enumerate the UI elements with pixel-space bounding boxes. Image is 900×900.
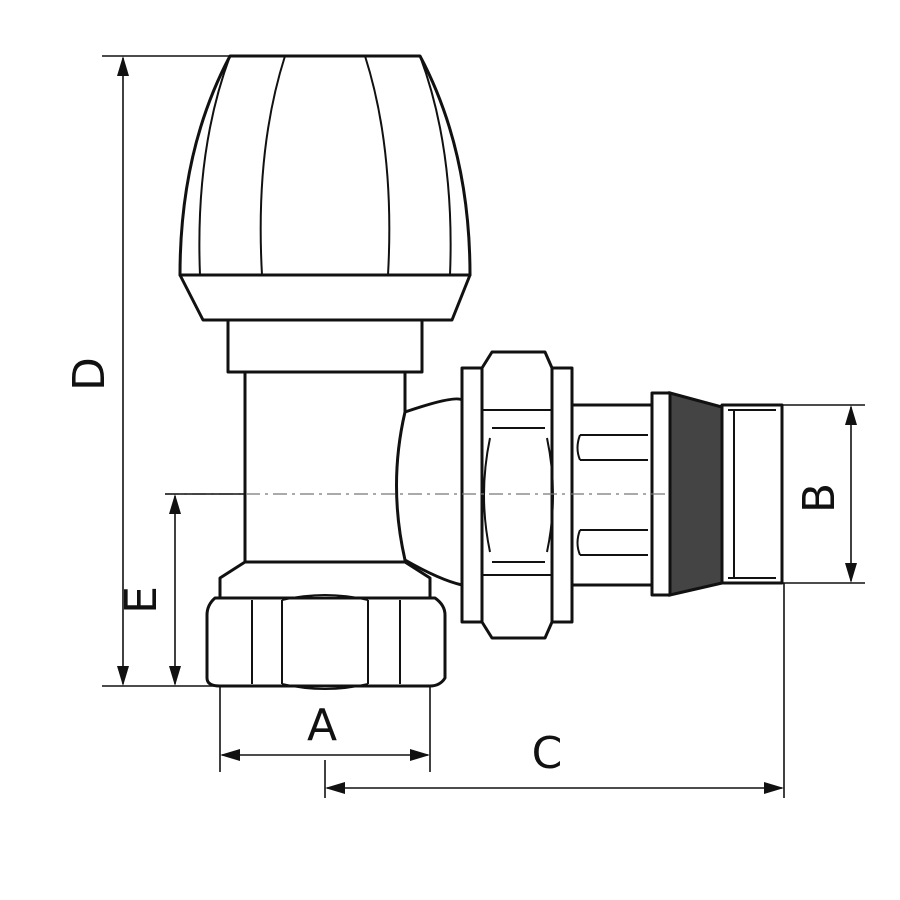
dimension-d	[102, 55, 232, 687]
label-e: E	[116, 586, 167, 614]
dimension-c	[324, 583, 785, 798]
dimension-e	[165, 493, 245, 686]
dimension-b	[782, 404, 865, 584]
tailpiece	[570, 391, 784, 597]
label-b: B	[794, 483, 845, 513]
label-d: D	[64, 357, 115, 391]
valve-head	[178, 54, 472, 322]
valve-body	[218, 318, 464, 600]
side-union	[460, 350, 574, 640]
bottom-hex-nut	[205, 594, 447, 690]
dimension-a	[219, 686, 431, 772]
label-c: C	[532, 728, 563, 779]
label-a: A	[307, 700, 337, 751]
